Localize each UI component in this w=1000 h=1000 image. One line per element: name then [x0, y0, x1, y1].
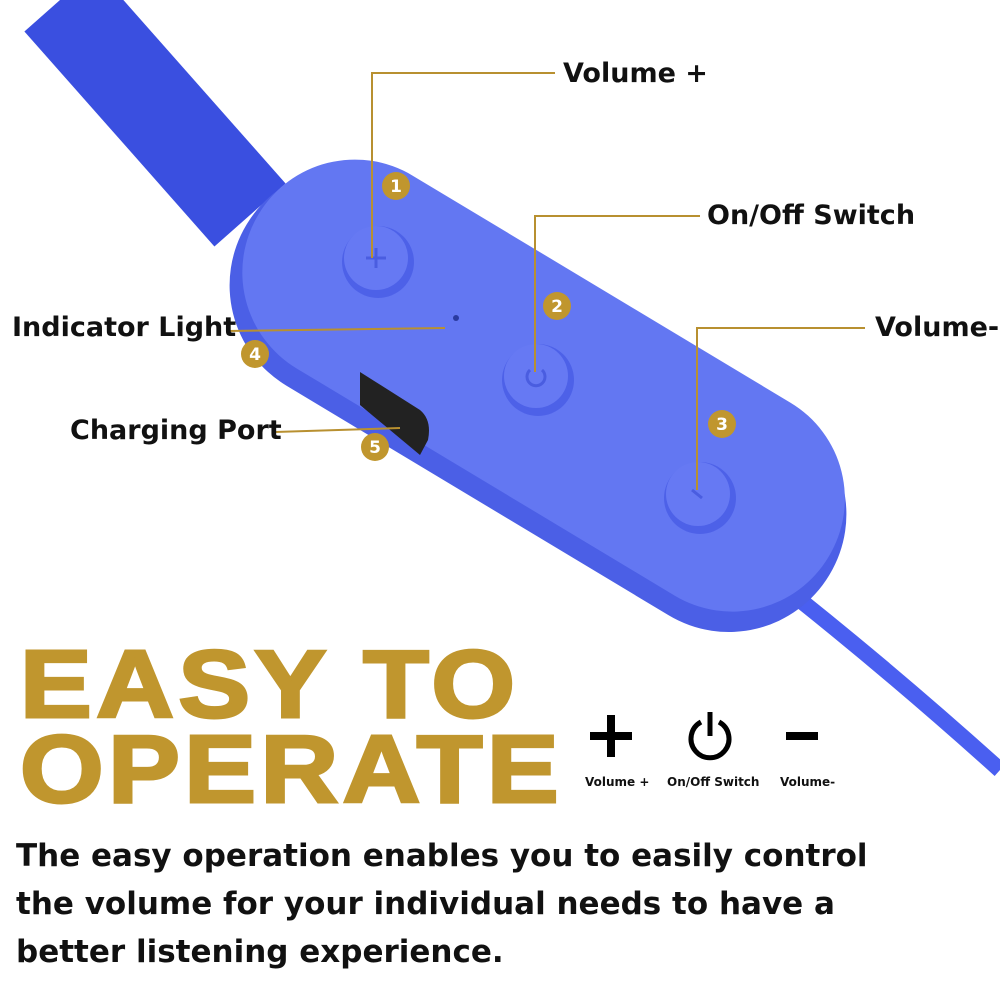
callout-volume-down: Volume-: [875, 312, 1000, 343]
headline-line-1: EASY TO: [18, 630, 520, 740]
icon-caption-volume-down: Volume-: [780, 775, 836, 789]
lower-cable: [795, 593, 1000, 776]
icon-caption-on-off: On/Off Switch: [667, 775, 760, 789]
callout-on-off: On/Off Switch: [707, 200, 916, 231]
callout-volume-up: Volume +: [563, 58, 708, 89]
badge-1: 1: [390, 177, 402, 197]
charging-port: [360, 372, 429, 455]
badge-3: 3: [716, 415, 728, 435]
volume-up-button[interactable]: [342, 226, 414, 298]
badge-5: 5: [369, 438, 381, 458]
power-icon: [688, 712, 732, 761]
leader-lines: [227, 72, 865, 490]
icon-caption-volume-up: Volume +: [585, 775, 650, 789]
number-badges: [241, 172, 736, 461]
badge-4: 4: [249, 345, 261, 365]
headline-line-2: OPERATE: [18, 715, 564, 825]
volume-down-button[interactable]: [664, 462, 736, 534]
indicator-light: [453, 315, 459, 321]
callout-charging-port: Charging Port: [70, 415, 282, 446]
upper-cable: [24, 0, 286, 247]
badge-2: 2: [551, 297, 563, 317]
callout-indicator-light: Indicator Light: [12, 312, 237, 343]
power-button[interactable]: [502, 344, 574, 416]
plus-icon: [590, 715, 632, 757]
description-text: The easy operation enables you to easily…: [16, 838, 868, 970]
